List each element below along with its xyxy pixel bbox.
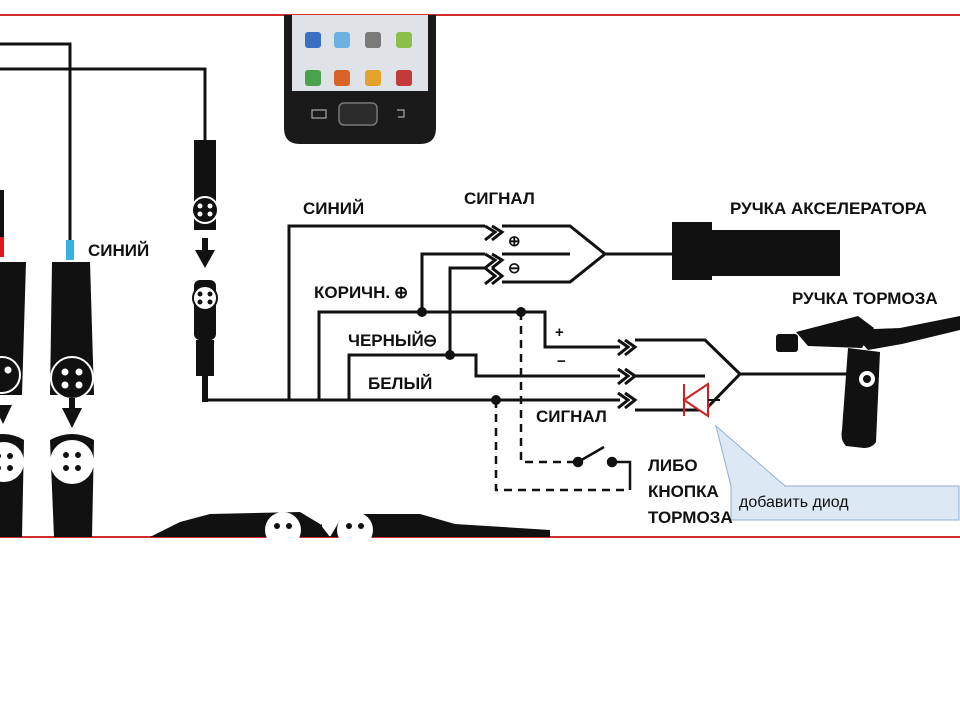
label-blue-left: СИНИЙ xyxy=(88,241,149,260)
center-connector xyxy=(191,140,219,402)
brake-lever-icon xyxy=(776,316,960,448)
label-brown-plus: ⊕ xyxy=(394,283,408,302)
label-or-line-1: ЛИБО xyxy=(648,456,698,475)
accel-plus-mark: ⊕ xyxy=(508,233,521,250)
diode-icon xyxy=(682,382,720,418)
accelerator-connector xyxy=(484,224,680,286)
label-blue: СИНИЙ xyxy=(303,199,364,218)
callout-box xyxy=(715,424,960,521)
label-accelerator-handle: РУЧКА АКСЕЛЕРАТОРА xyxy=(730,199,927,218)
label-or-line-2: КНОПКА xyxy=(648,482,719,501)
left-plug-cables xyxy=(0,190,94,537)
accel-minus-mark: ⊖ xyxy=(508,260,521,277)
brake-minus-mark: − xyxy=(557,353,566,370)
label-signal-top: СИГНАЛ xyxy=(464,189,535,208)
label-signal-bottom: СИГНАЛ xyxy=(536,407,607,426)
label-brake-handle: РУЧКА ТОРМОЗА xyxy=(792,289,938,308)
brake-button-dashed-wires xyxy=(494,312,630,492)
label-white: БЕЛЫЙ xyxy=(368,374,432,393)
smartphone-icon xyxy=(284,15,436,144)
label-brown: КОРИЧН. xyxy=(314,283,390,302)
top-wires xyxy=(0,42,207,240)
callout-text: добавить диод xyxy=(739,494,849,511)
label-black: ЧЕРНЫЙ xyxy=(348,331,424,350)
label-black-minus: ⊖ xyxy=(423,331,437,350)
junction-dots xyxy=(417,307,526,405)
brake-connector xyxy=(617,338,860,412)
brake-button-switch xyxy=(572,445,632,490)
accelerator-grip xyxy=(672,222,840,280)
bottom-motor-connectors xyxy=(150,512,550,548)
brake-plus-mark: + xyxy=(555,324,564,341)
label-or-line-3: ТОРМОЗА xyxy=(648,508,733,527)
